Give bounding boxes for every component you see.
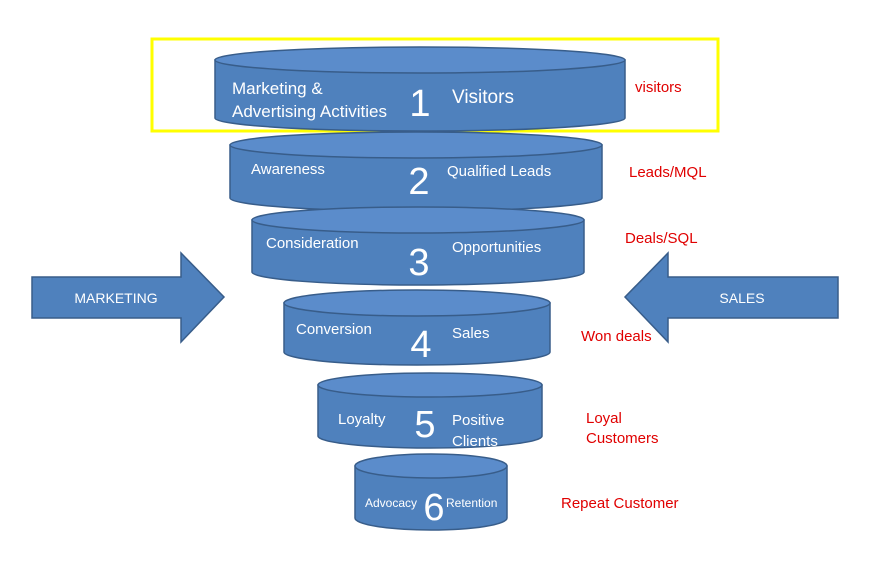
stage-3-right-line1: Opportunities xyxy=(452,239,541,256)
marketing-arrow: MARKETING xyxy=(31,251,226,344)
funnel-stage-2: Awareness 2 Qualified Leads xyxy=(229,131,603,212)
stage-5-note-line2: Customers xyxy=(586,430,659,447)
stage-5-right-line2: Clients xyxy=(452,433,498,450)
stage-3-left-line1: Consideration xyxy=(266,235,359,252)
stage-5-left-line1: Loyalty xyxy=(338,411,386,428)
stage-5-right-line1: Positive xyxy=(452,412,505,429)
stage-6-right-line1: Retention xyxy=(446,496,497,510)
stage-2-right-line1: Qualified Leads xyxy=(447,163,551,180)
stage-1-number: 1 xyxy=(409,83,430,125)
stage-5-top xyxy=(317,372,543,398)
funnel-stage-5: Loyalty 5 Positive Clients xyxy=(317,372,543,450)
funnel-stage-4: Conversion 4 Sales xyxy=(283,289,551,366)
stage-2-note: Leads/MQL xyxy=(629,164,707,181)
funnel-stage-6: Advocacy 6 Retention xyxy=(354,453,508,531)
stage-3-number: 3 xyxy=(408,242,429,284)
stage-4-body xyxy=(283,302,551,366)
stage-6-body xyxy=(354,465,508,531)
marketing-arrow-label: MARKETING xyxy=(74,290,157,306)
stage-4-left-line1: Conversion xyxy=(296,321,372,338)
stage-6-number: 6 xyxy=(423,487,444,529)
stage-6-top xyxy=(354,453,508,479)
stage-6-left-line1: Advocacy xyxy=(365,496,417,510)
sales-arrow: SALES xyxy=(623,251,839,344)
stage-5-body xyxy=(317,384,543,449)
marketing-arrow-shape xyxy=(31,251,226,344)
stage-4-right-line1: Sales xyxy=(452,325,490,342)
stage-1-note: visitors xyxy=(635,79,682,96)
stage-1-body xyxy=(214,59,626,132)
stage-1-left-line2: Advertising Activities xyxy=(232,102,387,121)
stage-2-left-line1: Awareness xyxy=(251,161,325,178)
stage-4-top xyxy=(283,289,551,317)
stage-4-note: Won deals xyxy=(581,328,652,345)
funnel-stage-1: Marketing & Advertising Activities 1 Vis… xyxy=(214,46,626,132)
stage-3-top xyxy=(251,206,585,234)
stage-1-top xyxy=(214,46,626,74)
stage-5-note-line1: Loyal xyxy=(586,410,622,427)
stage-2-top xyxy=(229,131,603,159)
stage-3-body xyxy=(251,219,585,286)
sales-arrow-shape xyxy=(623,251,839,344)
stage-6-note: Repeat Customer xyxy=(561,495,679,512)
stage-3-note: Deals/SQL xyxy=(625,230,698,247)
stage-2-number: 2 xyxy=(408,161,429,203)
stage-4-number: 4 xyxy=(410,324,431,366)
funnel-stage-3: Consideration 3 Opportunities xyxy=(251,206,585,286)
sales-arrow-label: SALES xyxy=(719,290,764,306)
stage-1-right-line1: Visitors xyxy=(452,87,514,108)
stage-1-left-line1: Marketing & xyxy=(232,79,323,98)
stage-5-number: 5 xyxy=(414,404,435,446)
